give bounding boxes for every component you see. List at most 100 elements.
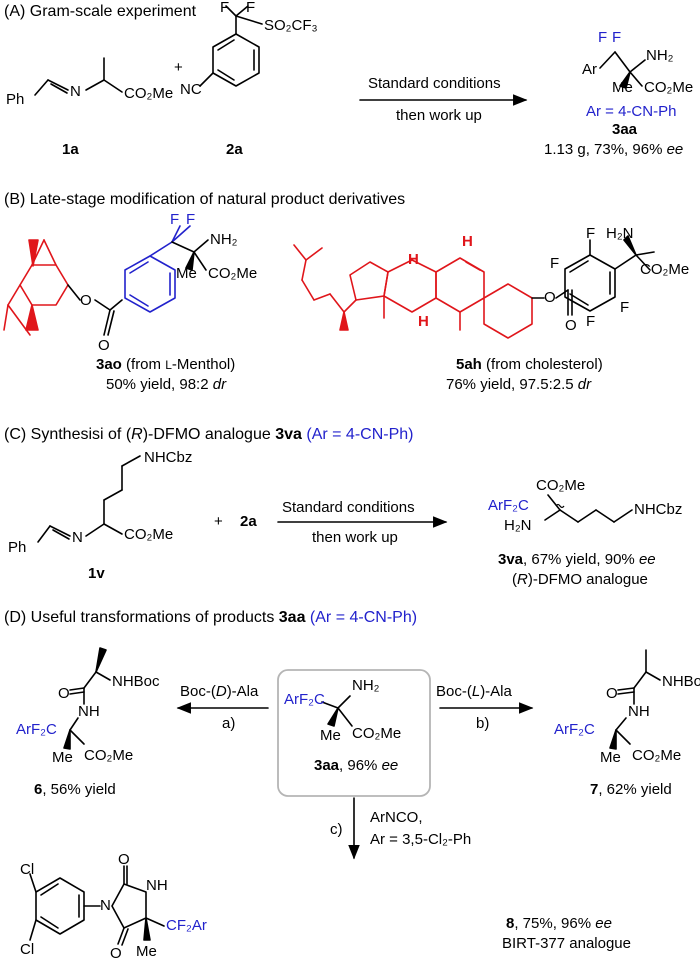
b-ao-yield: 50% yield, 98:2 dr: [106, 377, 226, 392]
d-left-reagent-post: )-Ala: [226, 683, 259, 700]
section-d-ar: (Ar = 4-CN-Ph): [309, 609, 418, 626]
d-p6-nh: NH: [78, 703, 100, 720]
d-p7-caption: 7, 62% yield: [590, 782, 672, 797]
d-p7-nh: NH: [628, 703, 650, 720]
d-center-yield: , 96%: [339, 757, 382, 774]
b-ah-h2: H: [462, 233, 473, 250]
section-c-ar: (Ar = 4-CN-Ph): [306, 426, 414, 443]
section-b-title: (B) Late-stage modification of natural p…: [4, 191, 406, 208]
c-prod-close: )-DFMO analogue: [527, 571, 648, 588]
d-p7-me: Me: [600, 749, 621, 766]
d-p6-cmpd: 6: [34, 781, 43, 798]
product-7-bonds: [609, 649, 661, 750]
d-center-me: Me: [320, 727, 341, 744]
b-ah-h1: H: [408, 251, 419, 268]
d-p8-cl2: Cl: [20, 941, 35, 958]
d-p7-co2me: CO₂Me: [632, 747, 682, 764]
section-d-cmpd: 3aa: [278, 609, 306, 626]
d-p8-yield: , 75%, 96%: [514, 915, 596, 932]
a-f1: F: [220, 0, 230, 16]
d-p6-me: Me: [52, 749, 73, 766]
product-3va-bonds: [544, 494, 633, 523]
b-ao-me: Me: [176, 265, 197, 282]
c-n: N: [72, 529, 83, 546]
d-center-ee: ee: [381, 757, 399, 774]
d-p7-cmpd: 7: [590, 781, 599, 798]
a-cmpd-1a: 1a: [62, 141, 79, 158]
d-p6-co2me: CO₂Me: [84, 747, 134, 764]
b-ah-f4: F: [586, 313, 596, 330]
d-p8-cf2ar: CF₂Ar: [166, 917, 207, 934]
product-3aa-bonds: [599, 51, 646, 89]
c-prod-h2n: H₂N: [504, 517, 532, 534]
d-p6-caption: 6, 56% yield: [34, 782, 116, 797]
c-co2me: CO₂Me: [124, 526, 174, 543]
reagent-2a-bonds: [199, 5, 263, 87]
b-ah-o: O: [544, 289, 556, 306]
b-ah-from: (from cholesterol): [481, 356, 603, 373]
c-prod-yield: 3va, 67% yield, 90% ee: [498, 552, 656, 567]
b-ao-o: O: [80, 292, 92, 309]
d-p6-nhboc: NHBoc: [112, 673, 160, 690]
b-ao-nh2: NH₂: [210, 231, 238, 248]
d-p8-o1: O: [118, 851, 130, 868]
c-cond-bottom: then work up: [312, 529, 398, 546]
a-prod-ee: ee: [666, 141, 684, 158]
section-c-mid: )-DFMO analogue: [142, 426, 276, 443]
a-prod-f2: F: [612, 29, 622, 46]
b-ah-co2me: CO₂Me: [640, 261, 690, 278]
section-c-R: R: [131, 426, 143, 443]
c-plus: +: [214, 513, 223, 530]
d-center-nh2: NH₂: [352, 677, 380, 694]
d-left-reagent-pre: Boc-(: [180, 683, 216, 700]
a-prod-yield-text: 1.13 g, 73%, 96%: [544, 141, 667, 158]
c-cmpd: 1v: [88, 565, 105, 582]
b-ah-dr: dr: [577, 376, 592, 393]
a-prod-cmpd: 3aa: [612, 121, 638, 138]
imine-1v-bonds: [37, 455, 141, 543]
d-left-reagent-D: D: [215, 683, 227, 700]
section-d-title: (D) Useful transformations of products 3…: [4, 610, 417, 626]
d-p8-cl1: Cl: [20, 861, 35, 878]
b-ao-L: L: [165, 358, 172, 372]
b-ao-caption: 3ao (from L-Menthol): [96, 357, 235, 372]
ester-3ao-bonds: [67, 284, 123, 336]
c-prod-ee: ee: [638, 551, 656, 568]
d-right-step: b): [476, 715, 490, 732]
a-plus: +: [174, 59, 183, 76]
c-prod-yield-text: , 67% yield, 90%: [523, 551, 639, 568]
c-reagent: 2a: [240, 513, 257, 530]
a-prod-ar: Ar: [582, 61, 597, 78]
center-3aa-bonds: [321, 695, 353, 727]
a-cond-top: Standard conditions: [368, 75, 501, 92]
b-ao-cmpd: 3ao: [96, 356, 122, 373]
d-p8-name: BIRT-377 analogue: [502, 935, 631, 952]
b-ah-yield-text: 76% yield, 97.5:2.5: [446, 376, 578, 393]
b-ao-menthol: -Menthol): [171, 356, 236, 373]
d-p8-n: N: [100, 897, 111, 914]
d-p8-ee: ee: [595, 915, 612, 932]
menthyl-ring-bonds: [3, 239, 69, 336]
d-p6-yield: , 56% yield: [42, 781, 116, 798]
b-ah-f1: F: [586, 225, 596, 242]
d-p7-o: O: [606, 685, 618, 702]
cholesterol-side-chain: [293, 244, 357, 331]
b-ah-f3: F: [620, 299, 630, 316]
a-co2me: CO₂Me: [124, 85, 174, 102]
d-left-step: a): [222, 715, 236, 732]
d-center-co2me: CO₂Me: [352, 725, 402, 742]
b-ah-h3: H: [418, 313, 429, 330]
d-p8-cmpd: 8: [506, 915, 515, 932]
c-prod-R: R: [517, 571, 528, 588]
d-right-reagent-L: L: [471, 683, 481, 700]
d-p7-arf2c: ArF₂C: [554, 721, 595, 738]
c-prod-arf2c: ArF₂C: [488, 497, 529, 514]
d-down-step: c): [330, 821, 343, 838]
b-ao-dr: dr: [212, 376, 227, 393]
section-d-prefix: (D) Useful transformations of products: [4, 609, 279, 626]
b-ah-cmpd: 5ah: [456, 356, 482, 373]
a-nc: NC: [180, 81, 202, 98]
d-p8-o2: O: [110, 945, 122, 962]
c-prod-nhcbz: NHCbz: [634, 501, 683, 518]
